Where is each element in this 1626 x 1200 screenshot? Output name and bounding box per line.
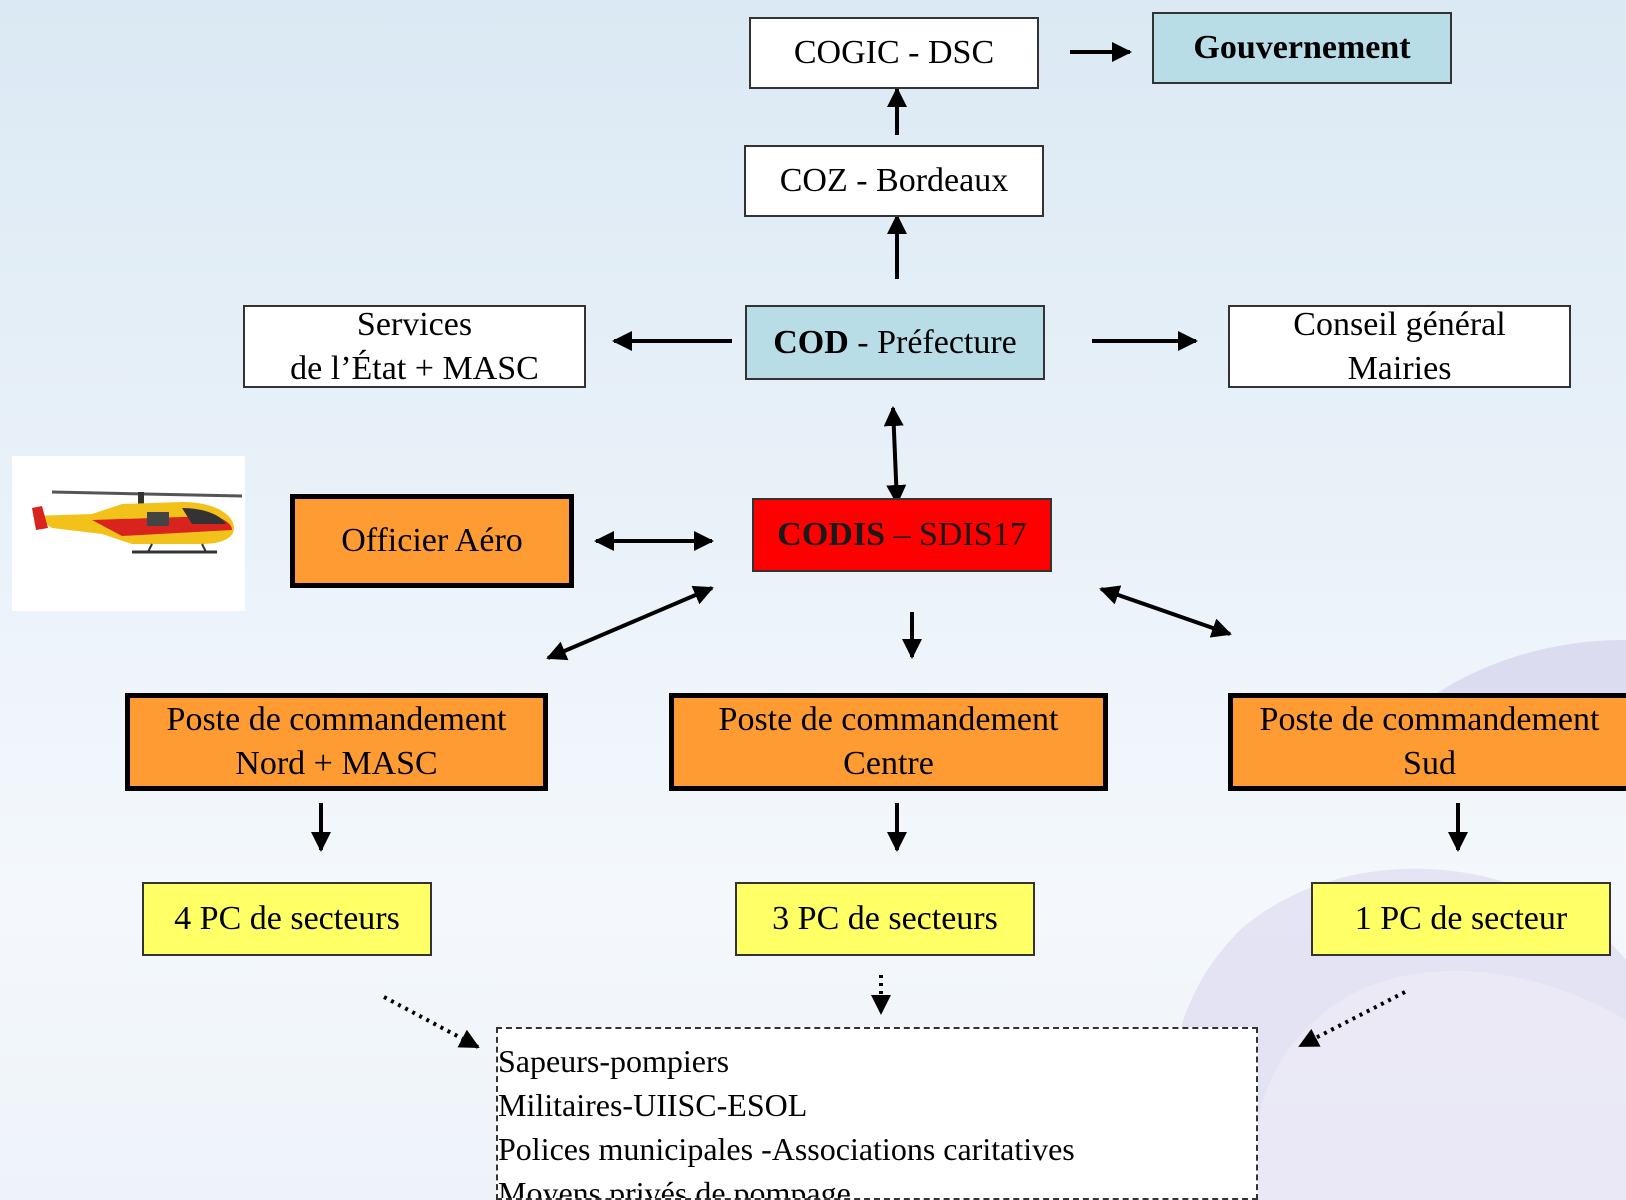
codis-label-bold: CODIS [777, 516, 885, 553]
resource-line-4: Moyens privés de pompage [498, 1175, 851, 1200]
resource-line-1: Sapeurs-pompiers [498, 1043, 730, 1079]
secteurs-nord-box: 4 PC de secteurs [142, 882, 432, 956]
cogic-dsc-label: COGIC - DSC [793, 34, 995, 71]
codis-sdis17-box: CODIS – SDIS17 [752, 498, 1052, 572]
pc-centre-box: Poste de commandement Centre [669, 693, 1108, 791]
dotted-arrow-nord-resources [383, 995, 480, 1049]
pc-nord-line1: Poste de commandement [166, 701, 507, 738]
cogic-dsc-box: COGIC - DSC [749, 17, 1039, 89]
arrow-codis-nord [546, 585, 714, 661]
cod-prefecture-box: COD - Préfecture [745, 305, 1045, 380]
gouvernement-label: Gouvernement [1193, 29, 1411, 66]
services-label-line2: de l’État + MASC [290, 349, 539, 387]
conseil-general-box: Conseil général Mairies [1228, 305, 1571, 388]
pc-sud-box: Poste de commandement Sud [1228, 693, 1626, 791]
pc-sud-line2: Sud [1403, 745, 1456, 782]
codis-label-rest: – SDIS17 [885, 516, 1027, 553]
arrow-codis-sud [1099, 585, 1232, 638]
officier-aero-label: Officier Aéro [341, 522, 523, 559]
conseil-label-line2: Mairies [1347, 349, 1452, 387]
pc-nord-box: Poste de commandement Nord + MASC [125, 693, 548, 791]
pc-centre-line1: Poste de commandement [718, 701, 1059, 738]
coz-bordeaux-box: COZ - Bordeaux [744, 145, 1044, 217]
services-label-line1: Services [356, 305, 473, 343]
coz-bordeaux-label: COZ - Bordeaux [779, 162, 1009, 199]
arrow-codis-cod [883, 406, 907, 505]
resource-line-3: Polices municipales -Associations carita… [498, 1131, 1075, 1167]
secteurs-nord-label: 4 PC de secteurs [174, 900, 400, 937]
pc-nord-line2: Nord + MASC [235, 745, 438, 782]
conseil-label-line1: Conseil général [1293, 305, 1506, 343]
pc-sud-line1: Poste de commandement [1259, 701, 1600, 738]
secteurs-centre-box: 3 PC de secteurs [735, 882, 1035, 956]
secteurs-centre-label: 3 PC de secteurs [772, 900, 998, 937]
gouvernement-box: Gouvernement [1152, 12, 1452, 84]
resource-line-2: Militaires-UIISC-ESOL [498, 1087, 808, 1123]
helicopter-image [12, 456, 245, 611]
secteurs-sud-label: 1 PC de secteur [1354, 900, 1568, 937]
dotted-arrow-sud-resources [1298, 990, 1406, 1048]
cod-label-rest: - Préfecture [848, 323, 1017, 361]
pc-centre-line2: Centre [843, 745, 934, 782]
resources-box: Sapeurs-pompiers Militaires-UIISC-ESOL P… [496, 1027, 1258, 1200]
services-etat-box: Services de l’État + MASC [243, 305, 586, 388]
cod-label-bold: COD [773, 323, 849, 361]
secteurs-sud-box: 1 PC de secteur [1311, 882, 1611, 956]
officier-aero-box: Officier Aéro [290, 494, 574, 588]
